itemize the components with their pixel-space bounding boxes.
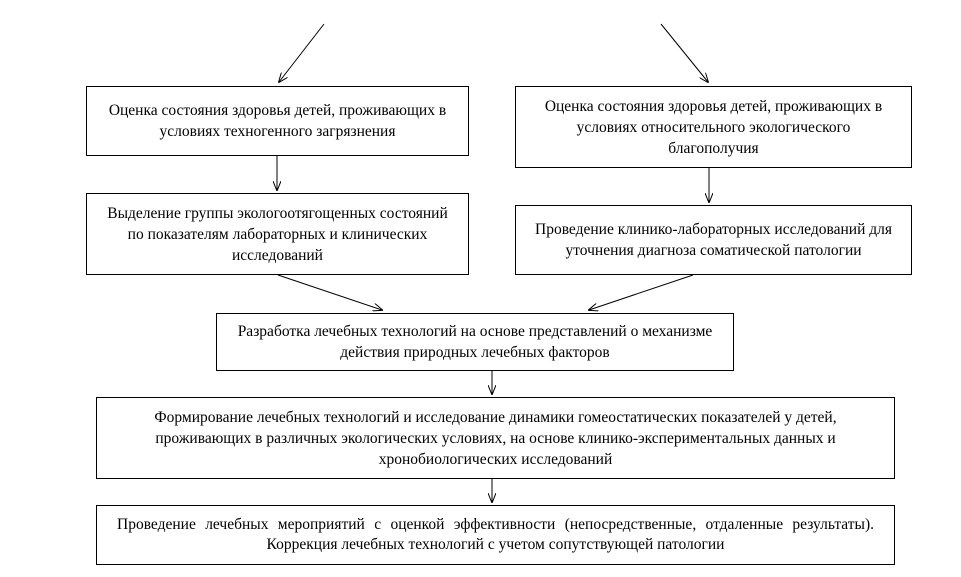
box-treatment-text: Проведение лечебных мероприятий с оценко… <box>117 516 874 553</box>
box-assess-polluted: Оценка состояния здоровья детей, прожива… <box>86 86 469 156</box>
box-clinical-lab-text: Проведение клинико-лабораторных исследов… <box>535 221 892 259</box>
box-clinical-lab: Проведение клинико-лабораторных исследов… <box>515 205 912 275</box>
arrow-incoming-left <box>279 23 325 82</box>
box-select-group-text: Выделение группы экологоотягощенных сост… <box>107 204 448 264</box>
box-form-tech-text: Формирование лечебных технологий и иссле… <box>154 408 837 468</box>
box-form-tech: Формирование лечебных технологий и иссле… <box>96 397 895 479</box>
arrow-select-to-develop <box>277 274 382 310</box>
arrow-lab-to-develop <box>589 274 694 310</box>
box-develop-tech-text: Разработка лечебных технологий на основе… <box>237 323 713 361</box>
box-treatment: Проведение лечебных мероприятий с оценко… <box>96 505 895 565</box>
box-develop-tech: Разработка лечебных технологий на основе… <box>216 313 734 371</box>
arrow-incoming-right <box>660 23 708 82</box>
box-assess-polluted-text: Оценка состояния здоровья детей, прожива… <box>108 102 447 140</box>
box-assess-favorable-text: Оценка состояния здоровья детей, прожива… <box>544 97 883 157</box>
box-assess-favorable: Оценка состояния здоровья детей, прожива… <box>515 86 912 168</box>
box-select-group: Выделение группы экологоотягощенных сост… <box>86 193 469 275</box>
